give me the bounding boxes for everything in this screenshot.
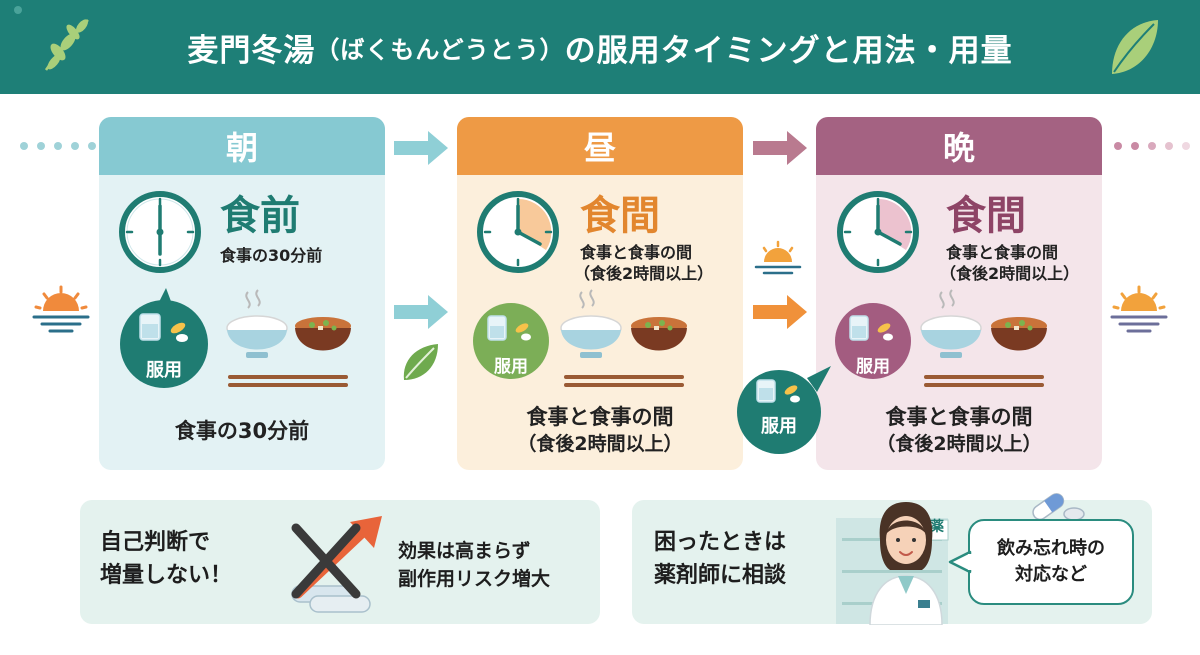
arrow-right-icon (753, 295, 807, 329)
sunrise-icon (754, 240, 802, 275)
page-title: 麦門冬湯（ばくもんどうとう）の服用タイミングと用法・用量 (187, 32, 1013, 69)
pharmacist-icon (869, 502, 943, 625)
chopsticks-icon (564, 375, 684, 387)
miso-soup-icon (991, 317, 1047, 351)
chopsticks-icon (228, 375, 348, 387)
speech-bubble: 飲み忘れ時の 対応など (968, 519, 1134, 605)
right-dots (1114, 142, 1190, 150)
panel-title-noon: 昼 (457, 117, 743, 175)
panel-title-night: 晩 (816, 117, 1102, 175)
take-label-noon: 服用 (494, 357, 528, 377)
rice-bowl-icon (226, 289, 288, 358)
bottom-label-night-1: 食事と食事の間 (885, 405, 1033, 429)
timing-detail-noon-2: （食後2時間以上） (574, 264, 714, 283)
header-dots-left (14, 6, 22, 14)
panel-noon: 昼 (457, 117, 743, 470)
no-increase-icon (291, 516, 382, 613)
panel-title-morning: 朝 (99, 117, 385, 175)
sunrise-icon (32, 285, 90, 333)
panel-night: 晩 (816, 117, 1102, 470)
bottom-label-night-2: （食後2時間以上） (876, 433, 1042, 455)
arrow-right-icon (753, 131, 807, 165)
clock-icon (119, 191, 201, 273)
take-label-morning: 服用 (146, 360, 182, 381)
take-bubble-floating (737, 366, 831, 454)
header-bar (0, 0, 1200, 94)
timing-detail-night-2: （食後2時間以上） (940, 264, 1080, 283)
arrow-right-icon (394, 131, 448, 165)
take-label-night: 服用 (856, 357, 890, 377)
pill-icon (1032, 493, 1085, 521)
rice-bowl-icon (920, 289, 982, 358)
timing-detail-noon-1: 食事と食事の間 (580, 243, 693, 262)
miso-soup-icon (631, 317, 687, 351)
warning-effect: 効果は高まらず 副作用リスク増大 (398, 540, 551, 590)
leaf-icon (44, 19, 89, 71)
sunset-icon (1110, 285, 1168, 333)
take-label-floating: 服用 (761, 416, 797, 437)
take-bubble-night (835, 303, 911, 379)
bottom-label-morning: 食事の30分前 (174, 419, 310, 443)
timing-label-morning: 食前 (220, 193, 300, 239)
take-bubble-morning (120, 288, 208, 388)
speech-bubble-tail (948, 550, 972, 574)
timing-label-noon: 食間 (580, 193, 660, 239)
panel-morning: 朝 (99, 117, 385, 470)
timing-detail-morning: 食事の30分前 (220, 246, 323, 265)
clock-icon (837, 191, 919, 273)
clock-icon (477, 191, 559, 273)
consult-text: 困ったときは 薬剤師に相談 (654, 530, 787, 588)
take-bubble-noon (473, 303, 549, 379)
bottom-label-noon-1: 食事と食事の間 (526, 405, 674, 429)
leaf-icon (403, 344, 438, 380)
leaf-icon (1112, 20, 1158, 74)
arrow-right-icon (394, 295, 448, 329)
miso-soup-icon (295, 317, 351, 351)
warning-text: 自己判断で 増量しない！ (100, 530, 233, 588)
bottom-label-noon-2: （食後2時間以上） (517, 433, 683, 455)
shelf-sign: 薬 (930, 519, 944, 535)
rice-bowl-icon (560, 289, 622, 358)
timing-detail-night-1: 食事と食事の間 (946, 243, 1059, 262)
timing-label-night: 食間 (946, 193, 1026, 239)
chopsticks-icon (924, 375, 1044, 387)
